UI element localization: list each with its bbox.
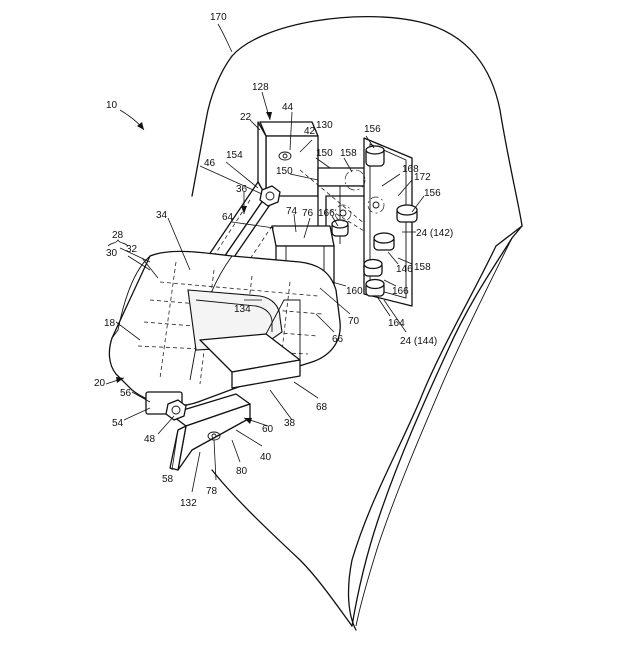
label-146: 146 — [396, 264, 413, 275]
label-172: 172 — [414, 172, 431, 183]
label-20: 20 — [94, 378, 106, 389]
label-150-left: 150 — [276, 166, 293, 177]
label-160: 160 — [346, 286, 363, 297]
label-166-top: 166 — [318, 208, 335, 219]
main-body — [109, 251, 340, 405]
label-10: 10 — [106, 100, 118, 111]
label-68: 68 — [316, 402, 328, 413]
label-54: 54 — [112, 418, 124, 429]
label-80: 80 — [236, 466, 248, 477]
label-48: 48 — [144, 434, 156, 445]
stud-top — [366, 146, 384, 166]
stud-bottom-1 — [364, 260, 382, 277]
label-42: 42 — [304, 126, 316, 137]
stud-bottom-2 — [366, 280, 384, 297]
label-24-144: 24 (144) — [400, 336, 437, 347]
label-74: 74 — [286, 206, 298, 217]
label-158-bottom: 158 — [414, 262, 431, 273]
label-18: 18 — [104, 318, 116, 329]
label-28: 28 — [112, 230, 124, 241]
label-134: 134 — [234, 304, 251, 315]
label-34: 34 — [156, 210, 168, 221]
label-164: 164 — [388, 318, 405, 329]
label-38: 38 — [284, 418, 296, 429]
label-70: 70 — [348, 316, 360, 327]
label-128: 128 — [252, 82, 269, 93]
label-36: 36 — [236, 184, 248, 195]
label-58: 58 — [162, 474, 174, 485]
label-30: 30 — [106, 248, 118, 259]
hinge-pin — [146, 392, 186, 420]
nut-46 — [260, 186, 280, 206]
label-158-top: 158 — [340, 148, 357, 159]
label-130: 130 — [316, 120, 333, 131]
label-132: 132 — [180, 498, 197, 509]
label-44: 44 — [282, 102, 294, 113]
stud-mid — [397, 205, 417, 222]
label-22: 22 — [240, 112, 252, 123]
label-46: 46 — [204, 158, 216, 169]
label-156-mid: 156 — [424, 188, 441, 199]
label-156-top: 156 — [364, 124, 381, 135]
label-78: 78 — [206, 486, 218, 497]
label-170: 170 — [210, 12, 227, 23]
label-150-right: 150 — [316, 148, 333, 159]
label-24-142: 24 (142) — [416, 228, 453, 239]
label-76: 76 — [302, 208, 314, 219]
label-64: 64 — [222, 212, 234, 223]
label-154: 154 — [226, 150, 243, 161]
label-60: 60 — [262, 424, 274, 435]
stud-lower — [374, 233, 394, 250]
label-66: 66 — [332, 334, 344, 345]
label-40: 40 — [260, 452, 272, 463]
label-56: 56 — [120, 388, 132, 399]
stud-left — [332, 220, 348, 236]
label-166-bottom: 166 — [392, 286, 409, 297]
